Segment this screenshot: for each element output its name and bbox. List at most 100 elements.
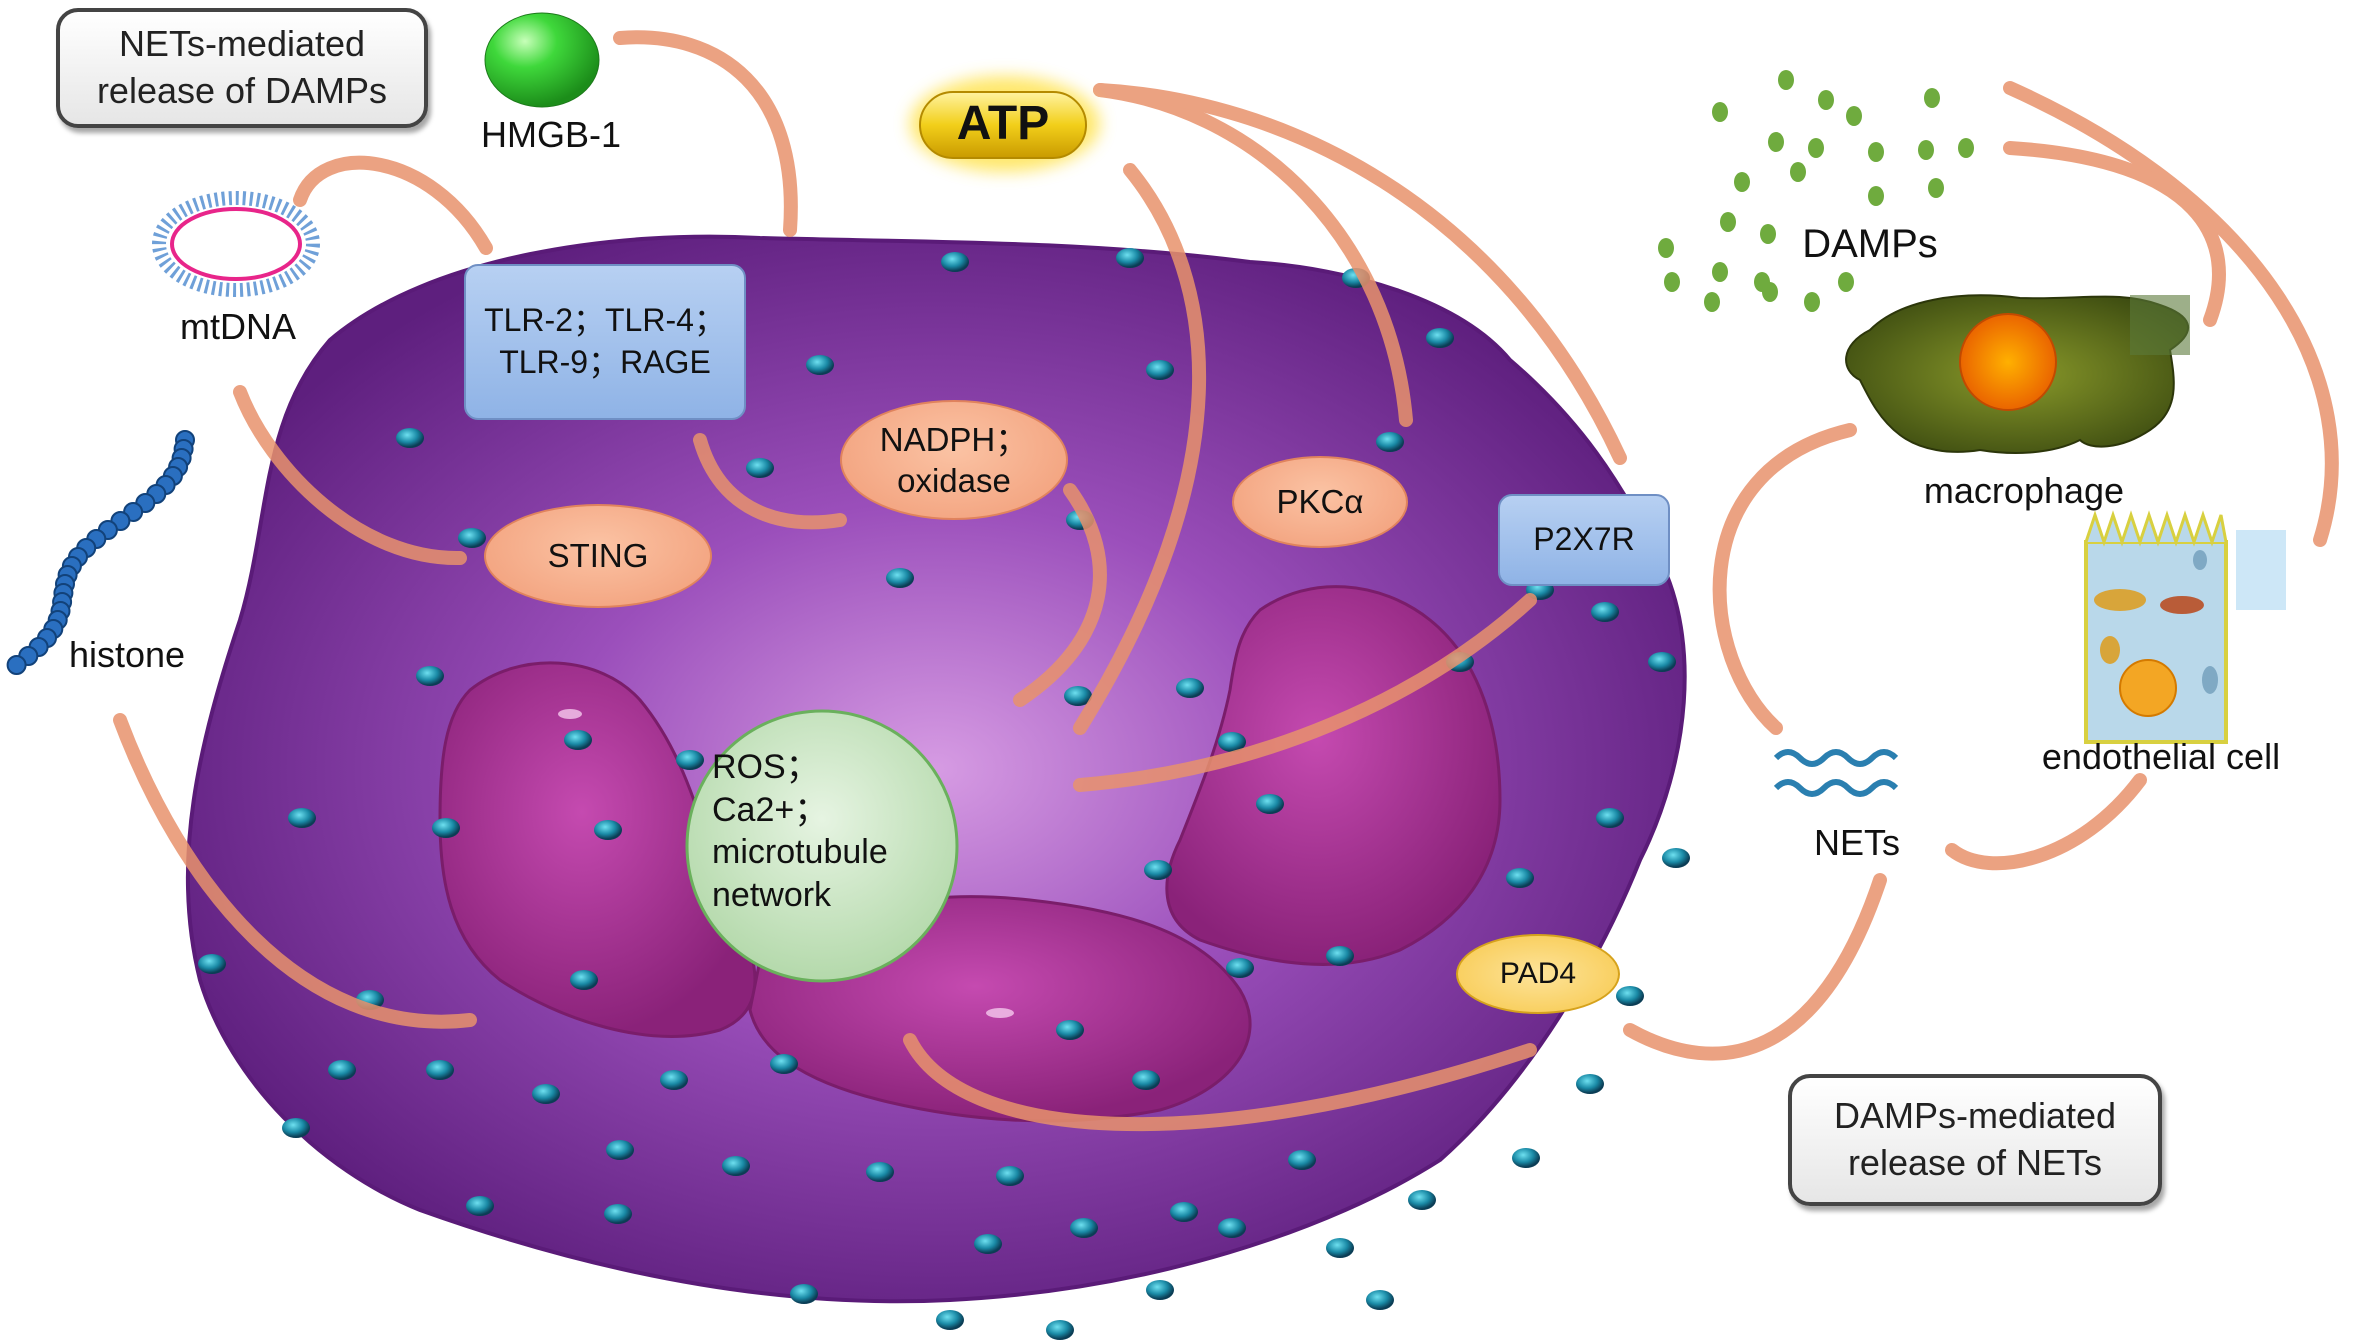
granule	[416, 666, 444, 686]
damp-dot	[1808, 138, 1824, 158]
granule	[328, 1060, 356, 1080]
damp-dot	[1924, 88, 1940, 108]
histone-label: histone	[68, 634, 186, 675]
damp-dot	[1918, 140, 1934, 160]
granule	[198, 954, 226, 974]
granule	[1591, 602, 1619, 622]
granule	[1046, 1320, 1074, 1340]
damp-dot	[1712, 262, 1728, 282]
granule	[866, 1162, 894, 1182]
damp-dot	[1754, 272, 1770, 292]
ros-node: ROS；Ca2+； microtubule network	[712, 748, 932, 914]
granule	[996, 1166, 1024, 1186]
ros-node-shape	[685, 709, 959, 983]
damp-dot	[1658, 238, 1674, 258]
granule	[1146, 360, 1174, 380]
pkc-node: PKCα	[1232, 456, 1408, 548]
pad4-text: PAD4	[1499, 957, 1577, 991]
granule	[1288, 1150, 1316, 1170]
damps-mediated-note: DAMPs-mediated release of NETs	[1788, 1074, 2162, 1206]
granule	[1408, 1190, 1436, 1210]
granule	[1146, 1280, 1174, 1300]
pad4-node: PAD4	[1456, 934, 1620, 1014]
granule	[1326, 946, 1354, 966]
hmgb1-icon	[484, 12, 600, 108]
granule	[606, 1140, 634, 1160]
granule	[1366, 1290, 1394, 1310]
histone-icon	[6, 430, 195, 675]
pathway-arrow	[1013, 483, 1107, 707]
granule-group	[198, 248, 1690, 1340]
damp-dot	[1868, 142, 1884, 162]
pathway-arrow	[1093, 83, 1413, 427]
granule	[466, 1196, 494, 1216]
granule	[1218, 1218, 1246, 1238]
granule	[432, 818, 460, 838]
damps-label: DAMPs	[1802, 222, 1938, 266]
granule	[570, 970, 598, 990]
granule	[746, 458, 774, 478]
granule	[1506, 868, 1534, 888]
pathway-arrow	[233, 385, 467, 566]
granule	[1116, 248, 1144, 268]
damp-dot	[1664, 272, 1680, 292]
pathway-arrow	[693, 433, 847, 530]
damp-dot	[1928, 178, 1944, 198]
damp-dot	[1804, 292, 1820, 312]
mtdna-icon	[152, 191, 320, 297]
nets-mediated-text: NETs-mediated release of DAMPs	[96, 23, 388, 111]
granule	[458, 528, 486, 548]
nets-icon	[1773, 749, 1899, 797]
granule	[1176, 678, 1204, 698]
endothelial-cell-icon	[2084, 510, 2286, 744]
granule	[936, 1310, 964, 1330]
granule	[564, 730, 592, 750]
macrophage-label: macrophage	[1923, 470, 2125, 511]
damp-dot	[1734, 172, 1750, 192]
granule	[1132, 1070, 1160, 1090]
granule	[1426, 328, 1454, 348]
granule	[1170, 1202, 1198, 1222]
granule	[941, 252, 969, 272]
damp-dot	[1704, 292, 1720, 312]
granule	[396, 428, 424, 448]
sting-text: STING	[547, 537, 649, 575]
damps-dots-icon	[1658, 70, 1974, 312]
granule	[1596, 808, 1624, 828]
p2x7r-box: P2X7R	[1498, 494, 1670, 586]
granule	[790, 1284, 818, 1304]
granule	[1512, 1148, 1540, 1168]
ros-text: ROS；Ca2+； microtubule network	[712, 748, 888, 914]
damp-dot	[1778, 70, 1794, 90]
damp-dot	[1712, 102, 1728, 122]
receptors-text: TLR-2；TLR-4； TLR-9；RAGE	[484, 302, 726, 380]
damp-dot	[1818, 90, 1834, 110]
granule	[288, 808, 316, 828]
granule	[1056, 1020, 1084, 1040]
damps-mediated-text: DAMPs-mediated release of NETs	[1833, 1095, 2117, 1183]
granule	[532, 1084, 560, 1104]
granule	[1376, 432, 1404, 452]
macrophage-icon	[1845, 294, 2190, 454]
receptors-box: TLR-2；TLR-4； TLR-9；RAGE	[464, 264, 746, 420]
granule	[1256, 794, 1284, 814]
damp-dot	[1768, 132, 1784, 152]
granule	[770, 1054, 798, 1074]
damp-dot	[1846, 106, 1862, 126]
hmgb1-label: HMGB-1	[480, 114, 621, 155]
pathway-arrow	[2003, 81, 2339, 547]
arrow-group	[113, 30, 2339, 1132]
damp-dot	[1838, 272, 1854, 292]
granule	[594, 820, 622, 840]
granule	[660, 1070, 688, 1090]
granule	[1616, 986, 1644, 1006]
granule	[1662, 848, 1690, 868]
granule	[1576, 1074, 1604, 1094]
granule	[1070, 1218, 1098, 1238]
granule	[676, 750, 704, 770]
pkc-text: PKCα	[1276, 483, 1364, 521]
granule	[604, 1204, 632, 1224]
granule	[1326, 1238, 1354, 1258]
p2x7r-text: P2X7R	[1533, 521, 1635, 558]
granule	[1226, 958, 1254, 978]
